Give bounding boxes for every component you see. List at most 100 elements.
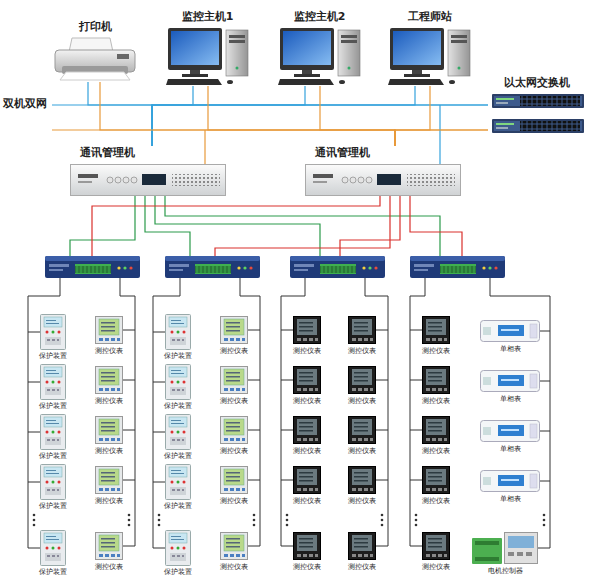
protection-node: 保护装置 (33, 530, 73, 577)
meter-node: 测控仪表 (416, 464, 456, 506)
protection-node: 保护装置 (33, 464, 73, 511)
network-drop (204, 130, 205, 164)
meter-node: 测控仪表 (287, 464, 327, 506)
comm-manager-icon (71, 165, 226, 196)
switch-node: 以太网交换机 (488, 76, 586, 138)
node-label: 保护装置 (164, 502, 192, 511)
protection-icon (166, 315, 191, 350)
meter-node: 测控仪表 (214, 464, 254, 506)
serial-line (165, 196, 440, 256)
meter-icon (349, 367, 376, 394)
meter-icon (423, 417, 450, 444)
node-label: 保护装置 (164, 352, 192, 361)
node-label: 单相表 (500, 395, 521, 404)
meter-node: 测控仪表 (287, 530, 327, 572)
single-phase-meter-icon (481, 471, 540, 492)
node-label: 测控仪表 (220, 347, 248, 356)
network-link (152, 86, 415, 146)
node-label: 测控仪表 (422, 397, 450, 406)
network-link (208, 86, 395, 146)
protection-icon (166, 465, 191, 500)
node-label: 测控仪表 (220, 447, 248, 456)
node-label: 保护装置 (164, 402, 192, 411)
protection-node: 保护装置 (158, 414, 198, 461)
meter-icon (423, 317, 450, 344)
ellipsis-dots (253, 514, 256, 527)
meter-icon (221, 533, 248, 560)
meter-icon (96, 533, 123, 560)
field-bus (490, 278, 550, 548)
single-phase-meter-node: 单相表 (480, 414, 540, 454)
meter-node: 测控仪表 (416, 530, 456, 572)
node-label: 测控仪表 (293, 397, 321, 406)
meter-node: 测控仪表 (287, 414, 327, 456)
single-phase-meter-node: 单相表 (480, 464, 540, 504)
computer-node: 工程师站 (382, 10, 477, 86)
serial-line (145, 196, 190, 256)
converter-icon (45, 256, 140, 278)
meter-node: 测控仪表 (416, 364, 456, 406)
protection-node: 保护装置 (158, 530, 198, 577)
node-label: 工程师站 (408, 10, 452, 24)
computer-icon (166, 28, 248, 85)
meter-node: 测控仪表 (89, 530, 129, 572)
node-label: 测控仪表 (348, 497, 376, 506)
protection-node: 保护装置 (33, 364, 73, 411)
network-link (88, 82, 152, 146)
meter-icon (349, 467, 376, 494)
single-phase-meter-node: 单相表 (480, 314, 540, 354)
meter-icon (294, 467, 321, 494)
single-phase-meter-icon (481, 421, 540, 442)
node-label: 保护装置 (39, 452, 67, 461)
node-label: 测控仪表 (348, 397, 376, 406)
protection-node: 保护装置 (158, 464, 198, 511)
network-link (395, 86, 430, 146)
node-label: 测控仪表 (95, 497, 123, 506)
serial-line (70, 196, 135, 256)
protection-icon (166, 365, 191, 400)
computer-node: 监控主机2 (272, 10, 367, 86)
node-label: 测控仪表 (348, 447, 376, 456)
meter-icon (423, 367, 450, 394)
meter-node: 测控仪表 (416, 314, 456, 356)
meter-icon (423, 467, 450, 494)
node-label: 测控仪表 (422, 563, 450, 572)
meter-node: 测控仪表 (342, 364, 382, 406)
comm-manager-node: 通讯管理机 (303, 146, 463, 198)
printer-node: 打印机 (52, 20, 138, 82)
meter-icon (349, 317, 376, 344)
meter-node: 测控仪表 (342, 464, 382, 506)
meter-node: 测控仪表 (342, 314, 382, 356)
node-label: 监控主机1 (182, 10, 234, 24)
meter-icon (423, 533, 450, 560)
protection-node: 保护装置 (158, 364, 198, 411)
field-buses (28, 278, 550, 548)
node-label: 打印机 (79, 20, 112, 34)
node-label: 以太网交换机 (504, 76, 570, 90)
converter-icon (290, 256, 385, 278)
serial-line (155, 196, 320, 256)
node-label: 通讯管理机 (80, 146, 135, 160)
comm-manager-node: 通讯管理机 (68, 146, 228, 198)
protection-icon (166, 415, 191, 450)
network-link (320, 86, 395, 146)
ellipsis-dots (158, 514, 161, 527)
protection-icon (41, 315, 66, 350)
protection-node: 保护装置 (33, 314, 73, 361)
meter-icon (294, 317, 321, 344)
node-label: 测控仪表 (95, 347, 123, 356)
meter-icon (349, 417, 376, 444)
meter-node: 测控仪表 (342, 414, 382, 456)
network-link (152, 86, 193, 146)
meter-icon (294, 367, 321, 394)
ellipsis-dots (381, 514, 384, 527)
node-label: 测控仪表 (95, 447, 123, 456)
meter-node: 测控仪表 (214, 314, 254, 356)
serial-line (92, 196, 380, 256)
node-label: 测控仪表 (95, 397, 123, 406)
ellipsis-dots (128, 514, 131, 527)
protection-icon (166, 531, 191, 566)
serial-line (215, 196, 390, 256)
network-link (395, 130, 488, 146)
